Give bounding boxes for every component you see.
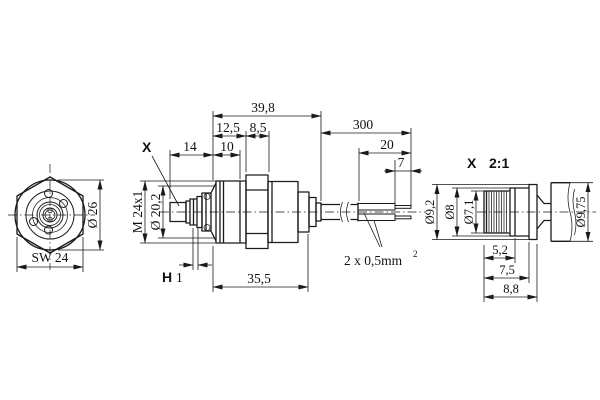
dim-length-c: 14 [169,139,214,199]
flange-circle [14,179,86,251]
bolt-circle [25,190,75,240]
dim-d-label: 10 [220,139,234,154]
mounting-hole [44,225,53,235]
dim-a-label: 12,5 [216,120,240,135]
dim-thread-label: M 24x1 [130,191,145,233]
dim-len-knurl-label: 5,2 [492,243,508,257]
wire-spec-leaders [363,212,383,248]
extension-lines [58,179,104,251]
detail-title-marker: X [467,155,477,171]
rear-body [267,180,299,244]
dim-len-mid-label: 7,5 [499,263,515,277]
dim-wrench-size: SW 24 [16,237,84,272]
extension-lines [192,228,199,270]
flange-front-view: Ø 26 SW 24 [8,164,104,272]
connector-ring [36,201,64,229]
connector-pin [47,216,53,223]
dim-c-label: 14 [183,139,197,154]
mounting-hole [29,217,38,226]
oring-top [203,193,211,200]
dim-front-diameter: Ø 26 [58,179,104,251]
dim-wire-free: 20 [358,137,412,201]
dim-len-total-label: 8,8 [503,282,519,296]
cable-gland [315,202,322,222]
dim-detail-dia-inner: Ø7,1 [462,190,488,234]
sensor-body [169,174,322,250]
wire-lower [357,213,396,221]
detail-marker-label: X [142,139,152,155]
cable-sheath [321,202,359,222]
dim-length-b: 8,5 [245,120,270,172]
dim-dia-plug-label: Ø9,75 [574,197,588,228]
mounting-hole [44,189,53,198]
dim-groove-letter: H [162,269,172,285]
dim-body-diameter: Ø 20,2 [148,185,214,239]
dim-detail-dia-outer: Ø9,2 [423,184,531,240]
detail-marker: X [142,139,180,207]
wire-upper-stripped [394,205,412,209]
mounting-hole [59,199,68,208]
connector-ring [39,204,61,226]
plug-break-lines [567,182,577,242]
wire-lower-stripped [394,215,412,220]
detail-marker-leader [151,155,180,207]
body-taper [210,182,217,242]
extension-lines [212,111,322,201]
cable-break-lines [340,201,349,223]
dim-wire-strip-label: 7 [398,155,405,170]
dim-detail-len-total: 8,8 [483,244,538,302]
dim-total-label: 39,8 [251,100,275,115]
dim-detail-dia-mid: Ø8 [443,187,512,237]
dim-cable-length-label: 300 [353,117,374,132]
wire-spec-text: 2 x 0,5mm [344,253,403,268]
detail-x-view: X 2:1 Ø9,2 Ø8 Ø7,1 Ø9, [423,155,596,302]
dim-wire-strip: 7 [384,155,422,203]
detail-title-scale: 2:1 [489,155,509,171]
knurl-lines [488,191,507,233]
dim-detail-dia-plug: Ø9,75 [556,182,593,242]
dim-detail-len-knurl: 5,2 [483,238,516,302]
connector-ring [44,209,56,221]
dim-dia-inner-label: Ø7,1 [462,200,476,225]
extension-lines [158,185,214,239]
dim-wrench-size-label: SW 24 [32,250,69,265]
extension-lines [452,187,512,237]
dim-length-d: 10 [212,139,241,179]
dim-b-label: 8,5 [250,120,267,135]
extension-lines [432,184,531,240]
dim-thread: M 24x1 [130,180,218,244]
detail-flange [528,183,538,241]
dim-groove: H 1 [162,228,212,285]
extension-lines [212,234,309,292]
hex-nut [245,174,269,250]
dim-length-body-label: 35,5 [247,271,271,286]
wire-upper [357,203,396,211]
extension-lines [140,180,218,244]
wire-spec-superscript: 2 [413,249,418,259]
main-side-view: 39,8 12,5 8,5 14 10 300 [130,100,425,292]
dim-length-body: 35,5 [212,234,309,292]
detail-neck [536,194,551,230]
dim-front-diameter-label: Ø 26 [85,201,100,228]
dim-dia-mid-label: Ø8 [443,204,457,219]
dim-dia-outer-label: Ø9,2 [423,200,437,225]
dim-detail-len-mid: 7,5 [483,242,530,283]
oring-bottom [203,224,211,231]
wire-spec-label: 2 x 0,5mm 2 [344,212,418,268]
connector-pin [47,207,53,214]
cable-assembly [321,201,412,223]
hex-flange-outline [16,176,84,254]
dim-wire-free-label: 20 [380,137,394,152]
dim-cable-length: 300 [320,117,412,206]
dim-groove-value: 1 [176,270,183,285]
dim-length-total: 39,8 [212,100,322,201]
dim-body-diameter-label: Ø 20,2 [148,194,163,231]
